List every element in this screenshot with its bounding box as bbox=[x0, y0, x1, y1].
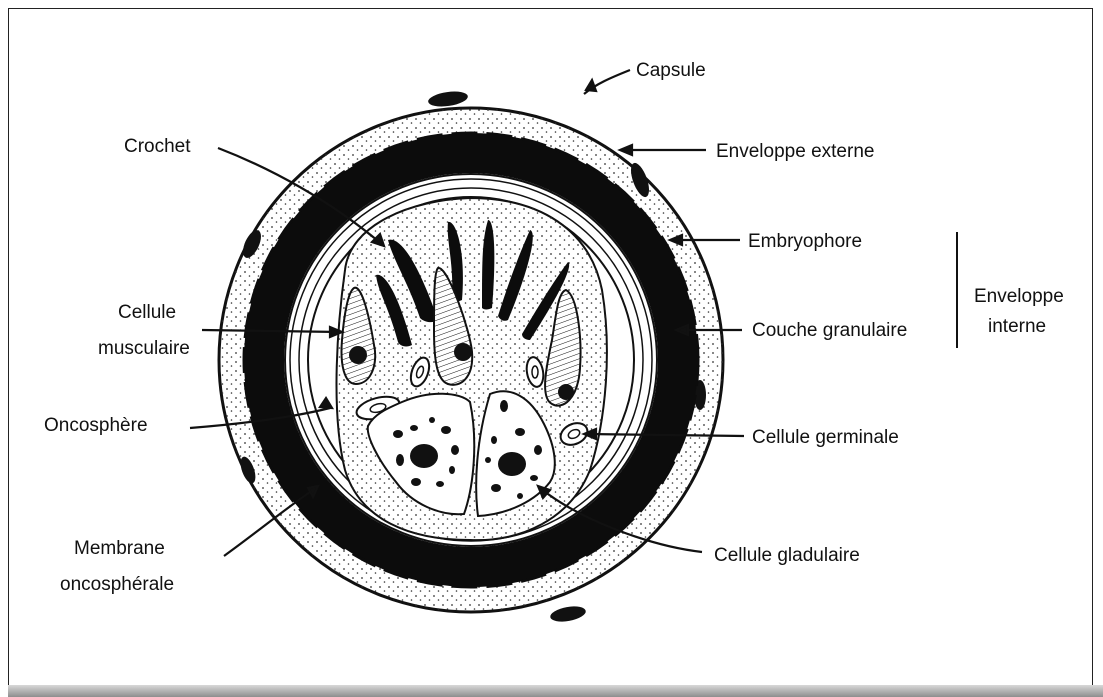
label-crochet: Crochet bbox=[124, 136, 191, 157]
label-cellule-musculaire-2: musculaire bbox=[98, 338, 190, 359]
label-enveloppe-interne-2: interne bbox=[988, 316, 1046, 337]
label-membrane-1: Membrane bbox=[74, 538, 165, 559]
label-cellule-glandulaire: Cellule gladulaire bbox=[714, 545, 860, 566]
label-capsule: Capsule bbox=[636, 60, 706, 81]
label-oncosphere: Oncosphère bbox=[44, 415, 148, 436]
label-membrane-2: oncosphérale bbox=[60, 574, 174, 595]
label-enveloppe-externe: Enveloppe externe bbox=[716, 141, 874, 162]
label-cellule-germinale: Cellule germinale bbox=[752, 427, 899, 448]
label-enveloppe-interne-1: Enveloppe bbox=[974, 286, 1064, 307]
label-cellule-musculaire-1: Cellule bbox=[118, 302, 176, 323]
label-couche-granulaire: Couche granulaire bbox=[752, 320, 907, 341]
label-embryophore: Embryophore bbox=[748, 231, 862, 252]
